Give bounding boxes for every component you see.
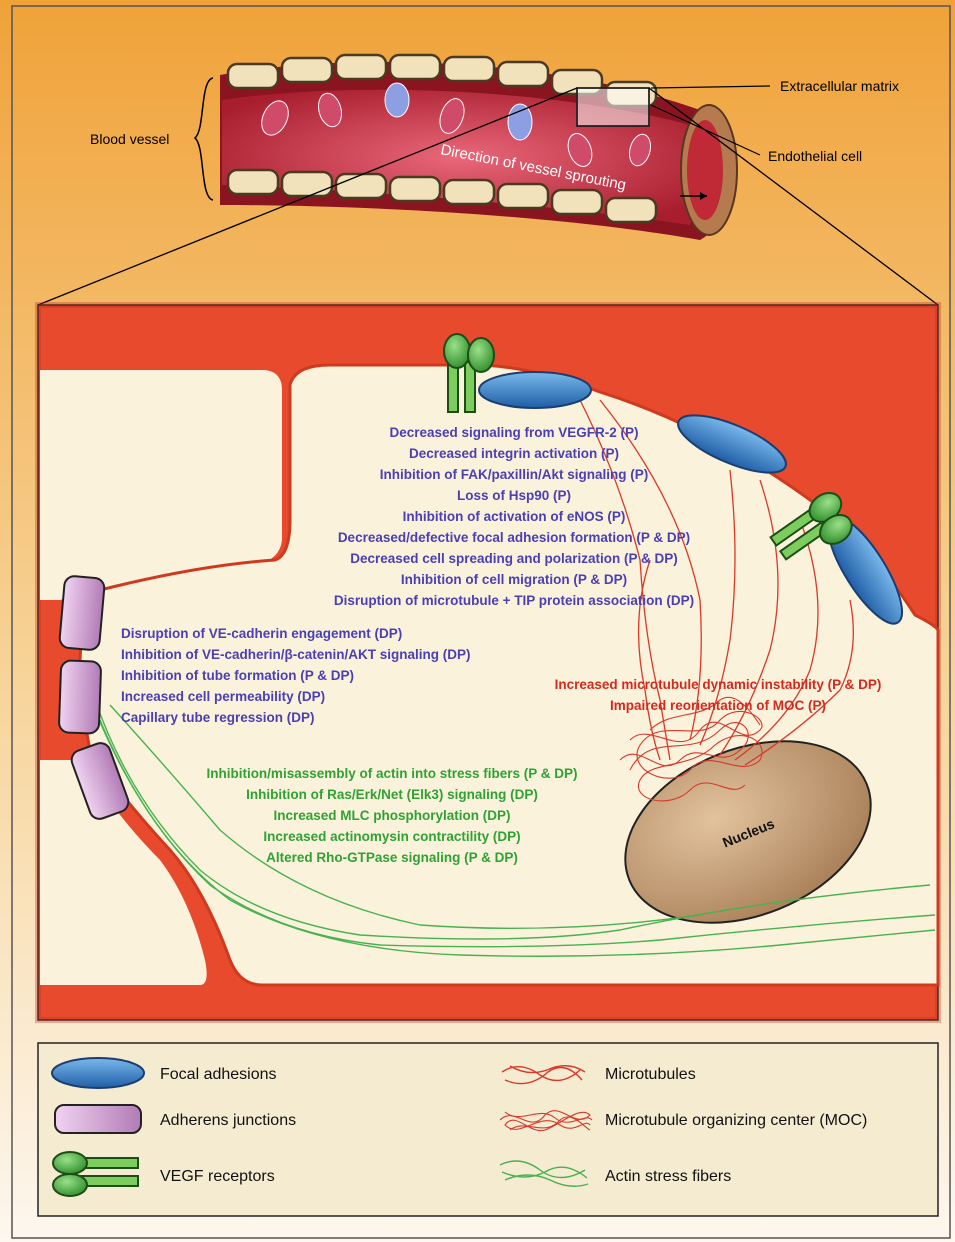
- effect-text: Increased cell permeability (DP): [121, 689, 325, 704]
- effect-text: Inhibition of VE-cadherin/β-catenin/AKT …: [121, 647, 471, 662]
- effect-text: Capillary tube regression (DP): [121, 710, 315, 725]
- legend-moc: Microtubule organizing center (MOC): [605, 1112, 867, 1129]
- legend-vegf-receptors: VEGF receptors: [160, 1168, 275, 1185]
- effect-text: Altered Rho-GTPase signaling (P & DP): [266, 850, 518, 865]
- effect-text: Decreased/defective focal adhesion forma…: [338, 530, 690, 545]
- legend-microtubules: Microtubules: [605, 1066, 696, 1083]
- legend-actin: Actin stress fibers: [605, 1168, 731, 1185]
- effect-text: Inhibition of cell migration (P & DP): [401, 572, 627, 587]
- effect-text: Inhibition of FAK/paxillin/Akt signaling…: [380, 467, 649, 482]
- effect-text: Decreased signaling from VEGFR-2 (P): [389, 425, 638, 440]
- focal-adhesion-icon: [52, 1058, 144, 1088]
- effect-text: Inhibition of tube formation (P & DP): [121, 668, 354, 683]
- legend-focal-adhesions: Focal adhesions: [160, 1066, 277, 1083]
- effect-text: Disruption of microtubule + TIP protein …: [334, 593, 694, 608]
- legend-adherens-junctions: Adherens junctions: [160, 1112, 296, 1129]
- effect-text: Inhibition/misassembly of actin into str…: [206, 766, 577, 781]
- effect-text: Impaired reorientation of MOC (P): [610, 698, 826, 713]
- effect-text: Inhibition of activation of eNOS (P): [403, 509, 626, 524]
- zoom-panel: Nucleus: [38, 305, 938, 1020]
- endothelial-cell-label: Endothelial cell: [768, 148, 862, 164]
- adherens-junction-icon: [55, 1105, 141, 1133]
- effect-text: Loss of Hsp90 (P): [457, 488, 571, 503]
- effect-text: Decreased cell spreading and polarizatio…: [350, 551, 678, 566]
- legend: Focal adhesions Adherens junctions VEGF …: [38, 1043, 938, 1216]
- effect-text: Decreased integrin activation (P): [409, 446, 619, 461]
- zoom-box: [577, 88, 649, 126]
- effect-text: Increased microtubule dynamic instabilit…: [555, 677, 882, 692]
- blood-vessel-label: Blood vessel: [90, 131, 169, 147]
- effect-text: Increased MLC phosphorylation (DP): [273, 808, 510, 823]
- effect-text: Increased actinomysin contractility (DP): [263, 829, 520, 844]
- extracellular-matrix-label: Extracellular matrix: [780, 78, 899, 94]
- effect-text: Disruption of VE-cadherin engagement (DP…: [121, 626, 402, 641]
- effect-text: Inhibition of Ras/Erk/Net (Elk3) signali…: [246, 787, 538, 802]
